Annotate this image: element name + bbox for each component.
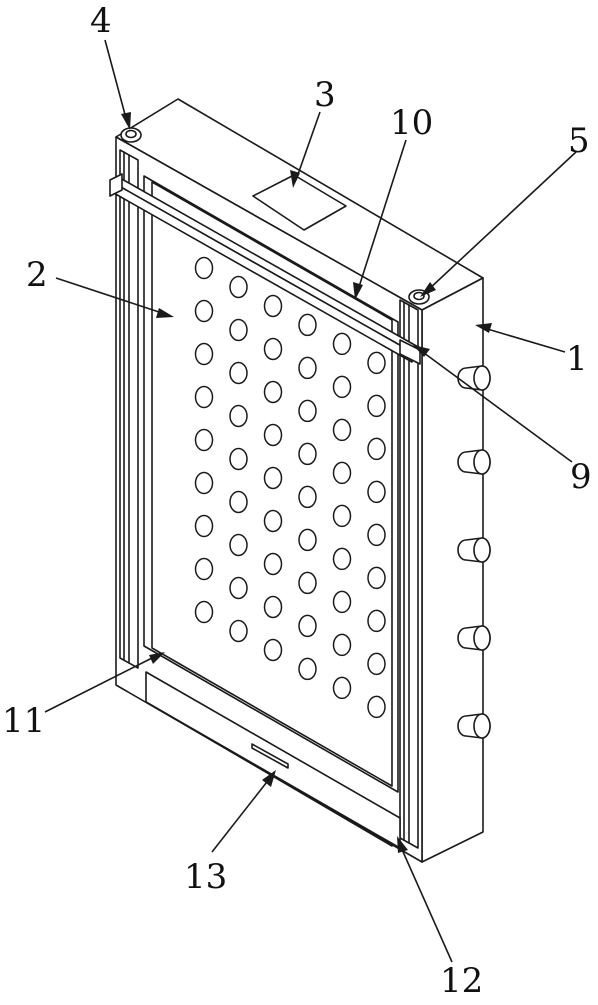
- panel-hole: [263, 595, 283, 619]
- panel-hole: [263, 552, 283, 576]
- panel-hole: [367, 351, 386, 375]
- panel-hole: [367, 394, 386, 418]
- callout-3: 3: [314, 75, 336, 115]
- panel-holes: [194, 256, 386, 719]
- panel-hole: [332, 461, 352, 485]
- panel-hole: [229, 275, 248, 299]
- panel-hole: [332, 676, 352, 700]
- panel-hole: [298, 528, 317, 552]
- panel-hole: [263, 509, 283, 533]
- corner-knob-4: [120, 127, 142, 143]
- panel-hole: [194, 385, 214, 409]
- panel-hole: [332, 633, 352, 657]
- panel-hole: [229, 576, 248, 600]
- panel-hole: [194, 299, 214, 323]
- panel-hole: [367, 609, 386, 633]
- panel-hole: [263, 380, 283, 404]
- panel-hole: [332, 418, 352, 442]
- panel-hole: [194, 514, 214, 538]
- panel-hole: [263, 466, 283, 490]
- panel-hole: [332, 590, 352, 614]
- panel-hole: [194, 342, 214, 366]
- panel-hole: [298, 442, 317, 466]
- panel-hole: [298, 614, 317, 638]
- panel-hole: [298, 571, 317, 595]
- callout-2: 2: [26, 255, 48, 295]
- panel-hole: [263, 638, 283, 662]
- side-button: [457, 449, 491, 475]
- callout-4: 4: [90, 1, 112, 41]
- callout-9: 9: [570, 457, 592, 497]
- panel-hole: [298, 485, 317, 509]
- panel-hole: [332, 504, 352, 528]
- side-button: [457, 537, 491, 563]
- panel-hole: [194, 471, 214, 495]
- callout-13: 13: [184, 857, 227, 897]
- panel-hole: [367, 437, 386, 461]
- panel-inner-edge: [151, 181, 393, 787]
- panel-hole: [367, 480, 386, 504]
- callout-1: 1: [566, 339, 588, 379]
- panel-hole: [367, 523, 386, 547]
- panel-hole: [194, 557, 214, 581]
- panel-hole: [298, 657, 317, 681]
- panel-hole: [229, 447, 248, 471]
- panel-hole: [229, 404, 248, 428]
- panel-hole: [263, 337, 283, 361]
- callout-11: 11: [2, 701, 45, 741]
- panel-hole: [332, 332, 352, 356]
- label-plate: [252, 174, 347, 231]
- right-rail: [399, 299, 419, 849]
- panel-hole: [298, 399, 317, 423]
- side-button: [457, 365, 491, 391]
- callout-12: 12: [440, 961, 483, 1000]
- side-button: [457, 625, 491, 651]
- panel-hole: [367, 695, 386, 719]
- side-button: [457, 713, 491, 739]
- panel-hole: [229, 361, 248, 385]
- panel-hole: [332, 547, 352, 571]
- callout-10: 10: [390, 103, 433, 143]
- housing-side-face: [421, 277, 484, 863]
- panel-hole: [298, 356, 317, 380]
- leaders: [44, 39, 577, 963]
- panel-hole: [263, 294, 283, 318]
- panel-hole: [367, 652, 386, 676]
- panel-hole: [229, 619, 248, 643]
- panel-hole: [229, 533, 248, 557]
- panel-hole: [332, 375, 352, 399]
- callout-5: 5: [568, 121, 590, 161]
- tray-slot: [251, 743, 289, 769]
- panel-hole: [229, 490, 248, 514]
- panel-hole: [194, 256, 214, 280]
- panel-hole: [263, 423, 283, 447]
- left-rail: [119, 149, 139, 669]
- panel-hole: [298, 313, 317, 337]
- panel-hole: [229, 318, 248, 342]
- side-buttons: [457, 365, 491, 739]
- panel-hole: [194, 600, 214, 624]
- bottom-tray: [145, 671, 401, 849]
- panel-hole: [367, 566, 386, 590]
- panel-hole: [194, 428, 214, 452]
